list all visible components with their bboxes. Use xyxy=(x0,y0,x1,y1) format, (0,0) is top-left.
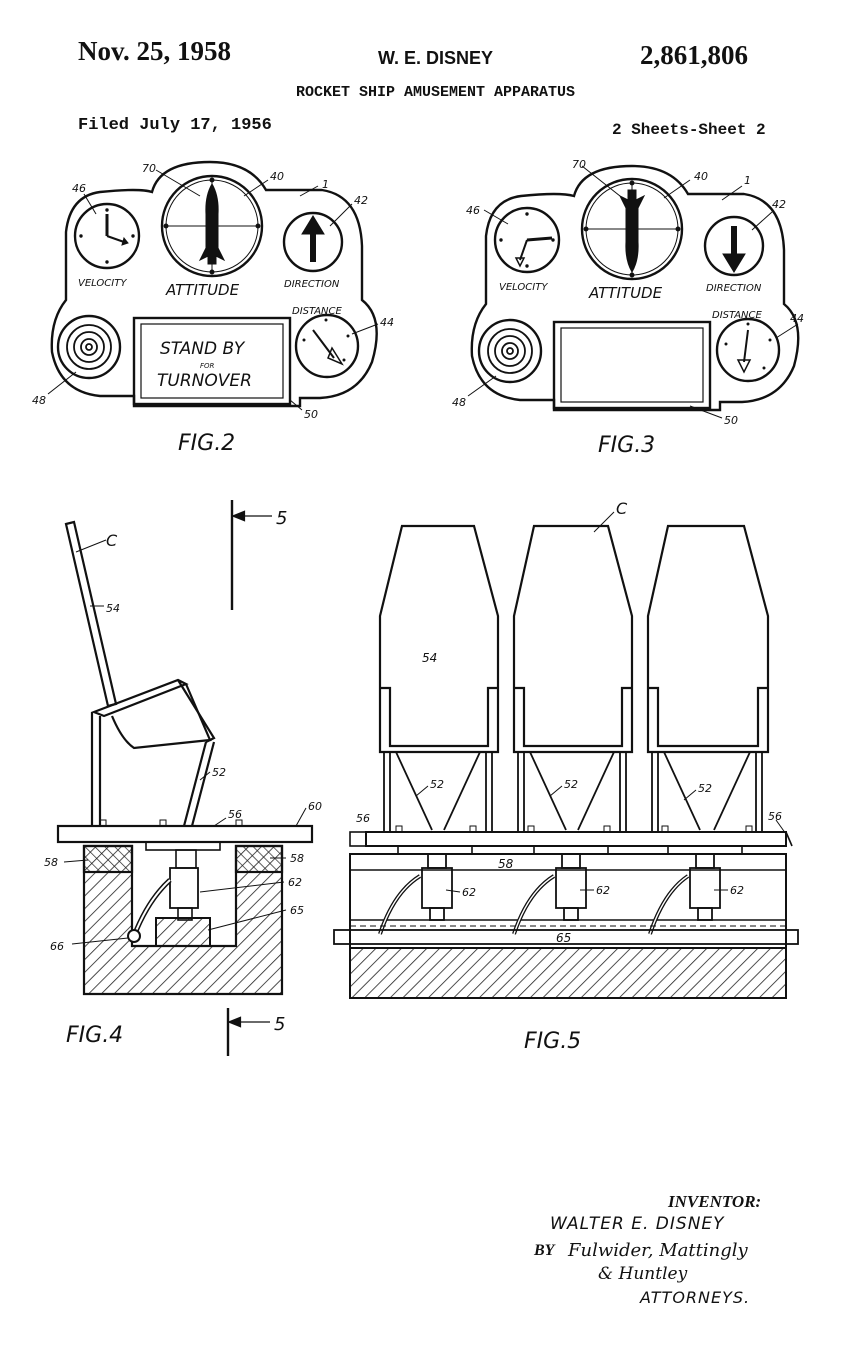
svg-text:5: 5 xyxy=(274,1014,285,1035)
filed-date: Filed July 17, 1956 xyxy=(78,116,272,135)
svg-text:DISTANCE: DISTANCE xyxy=(292,306,342,317)
svg-text:DIRECTION: DIRECTION xyxy=(284,279,340,290)
by-label: BY xyxy=(534,1242,555,1259)
svg-text:65: 65 xyxy=(290,904,304,917)
svg-text:DIRECTION: DIRECTION xyxy=(706,283,762,294)
svg-text:C: C xyxy=(616,499,628,518)
svg-text:FIG.3: FIG.3 xyxy=(598,433,655,458)
svg-text:FIG.5: FIG.5 xyxy=(524,1029,581,1054)
fig4-section-view xyxy=(56,500,314,1056)
svg-text:FOR: FOR xyxy=(200,362,215,370)
attorney-signature-line2: & Huntley xyxy=(598,1264,688,1284)
svg-text:52: 52 xyxy=(430,778,444,791)
attorneys-label: ATTORNEYS. xyxy=(640,1288,751,1307)
svg-text:52: 52 xyxy=(212,766,226,779)
svg-text:52: 52 xyxy=(698,782,712,795)
svg-text:50: 50 xyxy=(724,414,738,427)
fig5-leader-lines xyxy=(415,511,787,893)
patent-title: ROCKET SHIP AMUSEMENT APPARATUS xyxy=(296,84,576,101)
fig5-front-view xyxy=(333,524,799,999)
patent-number: 2,861,806 xyxy=(640,40,748,70)
svg-text:48: 48 xyxy=(32,394,46,407)
svg-text:ATTITUDE: ATTITUDE xyxy=(165,281,240,299)
svg-text:52: 52 xyxy=(564,778,578,791)
svg-text:62: 62 xyxy=(462,886,476,899)
fig3-leader-lines xyxy=(467,165,799,419)
svg-text:46: 46 xyxy=(466,204,480,217)
svg-text:56: 56 xyxy=(356,812,370,825)
svg-text:56: 56 xyxy=(768,810,782,823)
svg-text:TURNOVER: TURNOVER xyxy=(157,371,252,391)
svg-text:44: 44 xyxy=(790,312,804,325)
svg-text:60: 60 xyxy=(308,800,322,813)
svg-text:65: 65 xyxy=(556,931,571,945)
svg-text:42: 42 xyxy=(354,194,368,207)
svg-text:1: 1 xyxy=(322,178,329,191)
svg-text:VELOCITY: VELOCITY xyxy=(78,278,127,289)
svg-text:62: 62 xyxy=(596,884,610,897)
svg-text:44: 44 xyxy=(380,316,394,329)
fig3-instrument-panel xyxy=(470,164,800,412)
fig3-text: VELOCITY ATTITUDE DIRECTION DISTANCE FIG… xyxy=(452,158,804,458)
fig5-text: C 54 52 52 52 56 56 58 62 62 62 65 FIG.5 xyxy=(356,499,782,1054)
inventor-label: INVENTOR: xyxy=(668,1192,762,1211)
fig3-gauge-marks xyxy=(499,180,772,374)
inventor-name: WALTER E. DISNEY xyxy=(550,1214,725,1234)
svg-text:C: C xyxy=(106,531,118,550)
svg-text:48: 48 xyxy=(452,396,466,409)
svg-text:66: 66 xyxy=(50,940,64,953)
attorney-signature-line1: Fulwider, Mattingly xyxy=(568,1240,748,1261)
svg-text:58: 58 xyxy=(44,856,58,869)
svg-text:FIG.2: FIG.2 xyxy=(178,431,235,456)
svg-text:46: 46 xyxy=(72,182,86,195)
patent-date: Nov. 25, 1958 xyxy=(78,36,232,66)
fig2-leader-lines xyxy=(47,169,379,411)
svg-text:56: 56 xyxy=(228,808,242,821)
svg-text:VELOCITY: VELOCITY xyxy=(499,282,548,293)
svg-text:ATTITUDE: ATTITUDE xyxy=(588,284,663,302)
svg-text:54: 54 xyxy=(106,602,120,615)
svg-text:42: 42 xyxy=(772,198,786,211)
svg-text:58: 58 xyxy=(290,852,304,865)
svg-text:50: 50 xyxy=(304,408,318,421)
inventor-name-header: W. E. DISNEY xyxy=(378,48,494,68)
fig4-leader-lines xyxy=(63,539,307,945)
svg-text:1: 1 xyxy=(744,174,751,187)
svg-text:5: 5 xyxy=(276,508,287,529)
svg-text:FIG.4: FIG.4 xyxy=(66,1023,123,1048)
fig2-text: VELOCITY ATTITUDE DIRECTION DISTANCE STA… xyxy=(32,162,394,456)
fig4-text: C 54 52 56 60 58 58 62 65 66 5 5 FIG.4 xyxy=(44,508,322,1048)
sheet-count: 2 Sheets-Sheet 2 xyxy=(612,121,766,139)
svg-text:40: 40 xyxy=(694,170,708,183)
svg-text:58: 58 xyxy=(498,857,514,871)
svg-text:62: 62 xyxy=(288,876,302,889)
svg-text:54: 54 xyxy=(422,651,437,665)
fig2-gauge-marks xyxy=(79,177,350,366)
svg-text:70: 70 xyxy=(142,162,156,175)
svg-text:STAND BY: STAND BY xyxy=(160,339,246,359)
svg-text:DISTANCE: DISTANCE xyxy=(712,310,762,321)
svg-text:40: 40 xyxy=(270,170,284,183)
svg-text:62: 62 xyxy=(730,884,744,897)
svg-text:70: 70 xyxy=(572,158,586,171)
